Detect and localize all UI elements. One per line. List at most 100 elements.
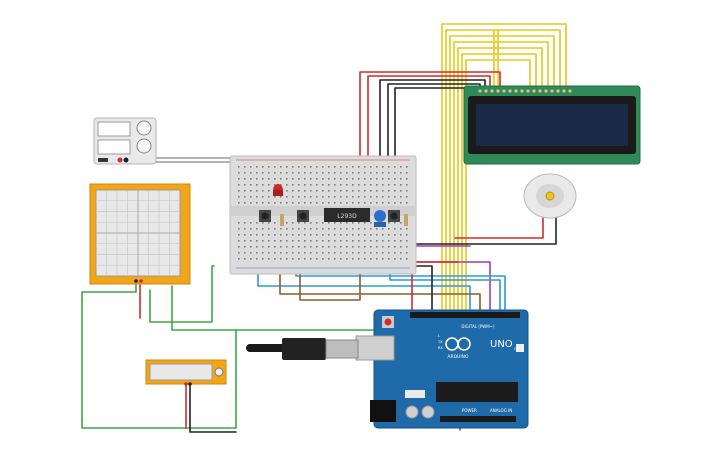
breadboard-hole [370,196,372,198]
breadboard-hole [388,178,390,180]
breadboard-hole [250,178,252,180]
breadboard-hole [364,240,366,242]
breadboard-hole [274,196,276,198]
breadboard-hole [340,252,342,254]
breadboard-hole [292,202,294,204]
breadboard-hole [334,166,336,168]
breadboard-hole [358,196,360,198]
breadboard-hole [334,178,336,180]
push-button-3[interactable] [388,210,400,222]
motor-shaft [545,191,555,201]
digital-label: DIGITAL (PWM~) [461,324,495,329]
breadboard-hole [262,196,264,198]
breadboard-hole [256,222,258,224]
breadboard-hole [310,196,312,198]
lcd-ground-wire [379,79,486,169]
red-led[interactable] [273,184,283,196]
capacitor-1 [405,405,419,419]
breadboard-hole [310,190,312,192]
scope-green-wire [149,265,215,323]
breadboard-hole [286,178,288,180]
breadboard-hole [244,240,246,242]
breadboard-hole [322,246,324,248]
breadboard-hole [388,166,390,168]
breadboard-hole [328,222,330,224]
breadboard-hole [376,252,378,254]
breadboard-hole [316,258,318,260]
capacitor-2 [421,405,435,419]
breadboard-hole [244,234,246,236]
breadboard-hole [382,228,384,230]
breadboard-hole [322,172,324,174]
lcd-data-wires [441,23,567,319]
potentiometer[interactable] [374,210,386,227]
lcd-pin [538,89,542,93]
multimeter[interactable] [145,359,227,386]
breadboard-hole [382,172,384,174]
breadboard-hole [268,222,270,224]
breadboard-hole [280,202,282,204]
breadboard-hole [304,178,306,180]
push-button-2[interactable] [297,210,309,222]
power-supply[interactable] [93,117,157,165]
breadboard-hole [352,222,354,224]
dc-motor[interactable] [523,173,577,219]
breadboard-hole [316,228,318,230]
lcd-power-wire-2 [367,75,491,169]
lcd-pin [526,89,530,93]
breadboard-hole [346,222,348,224]
breadboard-hole [352,196,354,198]
breadboard-hole [262,234,264,236]
breadboard-hole [352,234,354,236]
oscilloscope[interactable] [89,183,191,285]
breadboard-hole [292,178,294,180]
breadboard-hole [286,258,288,260]
lcd-pin [520,89,524,93]
breadboard-hole [376,202,378,204]
breadboard-hole [346,172,348,174]
breadboard-hole [376,258,378,260]
lcd-pins [478,89,572,93]
lcd-pin [484,89,488,93]
breadboard-hole [274,172,276,174]
breadboard-hole [328,202,330,204]
breadboard-hole [334,196,336,198]
breadboard-hole [286,202,288,204]
breadboard-hole [310,258,312,260]
breadboard-hole [400,252,402,254]
breadboard-hole [340,190,342,192]
breadboard-hole [406,252,408,254]
breadboard-hole [298,228,300,230]
breadboard-hole [352,190,354,192]
lcd-pin [532,89,536,93]
l293d-chip[interactable]: L293D [324,208,370,222]
breadboard-hole [340,240,342,242]
breadboard-hole [400,228,402,230]
breadboard-hole [256,172,258,174]
breadboard-hole [340,184,342,186]
breadboard-hole [358,234,360,236]
breadboard-hole [352,202,354,204]
breadboard-hole [316,166,318,168]
breadboard-hole [304,246,306,248]
breadboard-hole [334,222,336,224]
breadboard-hole [340,228,342,230]
lcd-display[interactable] [463,85,641,165]
breadboard-hole [328,178,330,180]
breadboard-hole [346,190,348,192]
breadboard-hole [286,190,288,192]
breadboard-hole [328,172,330,174]
breadboard-hole [322,228,324,230]
arduino-uno[interactable]: ARDUINO UNO DIGITAL (PWM~) POWER ANALOG … [355,309,529,429]
breadboard-hole [250,166,252,168]
breadboard-hole [304,222,306,224]
breadboard-hole [310,202,312,204]
breadboard-hole [286,234,288,236]
breadboard-hole [370,228,372,230]
breadboard-hole [292,166,294,168]
breadboard-hole [322,178,324,180]
push-button-1[interactable] [259,210,271,222]
breadboard-hole [262,202,264,204]
breadboard-hole [340,178,342,180]
breadboard-hole [316,234,318,236]
